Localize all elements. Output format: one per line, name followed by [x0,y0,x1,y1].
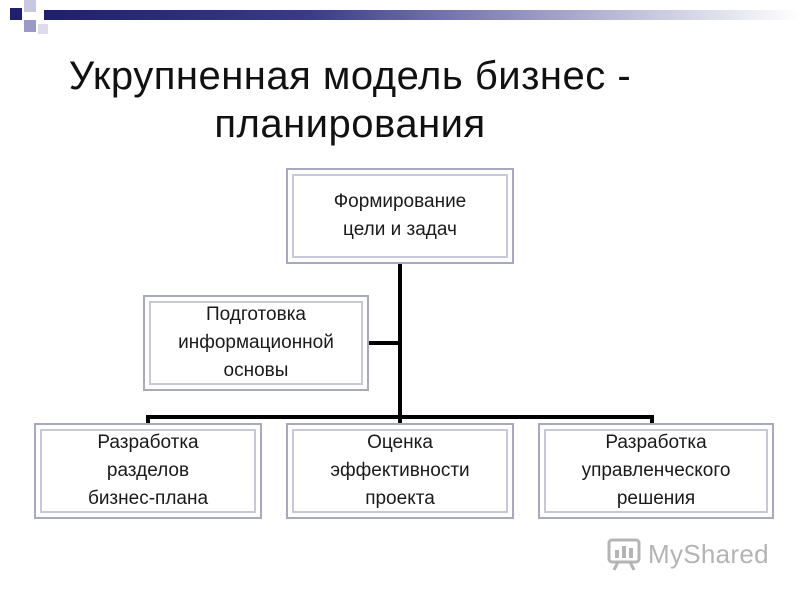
header-square-mid [24,20,36,32]
box-management-decision: Разработка управленческого решения [538,423,774,519]
header-gradient-bar [44,10,800,20]
box-project-efficiency: Оценка эффективности проекта [286,423,514,519]
header-square-pale [38,24,48,34]
watermark-text: MyShared [648,538,769,569]
box-goal-formation-label: Формирование цели и задач [333,191,467,240]
slide-title-text: Укрупненная модель бизнес - планирования [68,54,632,146]
box-management-decision-label: Разработка управленческого решения [581,432,731,509]
box-info-preparation-label: Подготовка информационной основы [178,304,334,381]
box-info-preparation: Подготовка информационной основы [143,295,369,391]
watermark: MyShared [606,536,769,572]
header-square-dark [10,8,22,20]
box-business-plan-sections: Разработка разделов бизнес-плана [34,423,262,519]
box-business-plan-sections-label: Разработка разделов бизнес-плана [87,432,209,509]
header-square-light [24,0,36,12]
header-decoration [0,0,800,40]
box-project-efficiency-label: Оценка эффективности проекта [330,432,470,509]
box-goal-formation: Формирование цели и задач [286,168,514,264]
slide-title: Укрупненная модель бизнес - планирования [0,52,700,148]
myshared-logo-icon [607,538,641,571]
